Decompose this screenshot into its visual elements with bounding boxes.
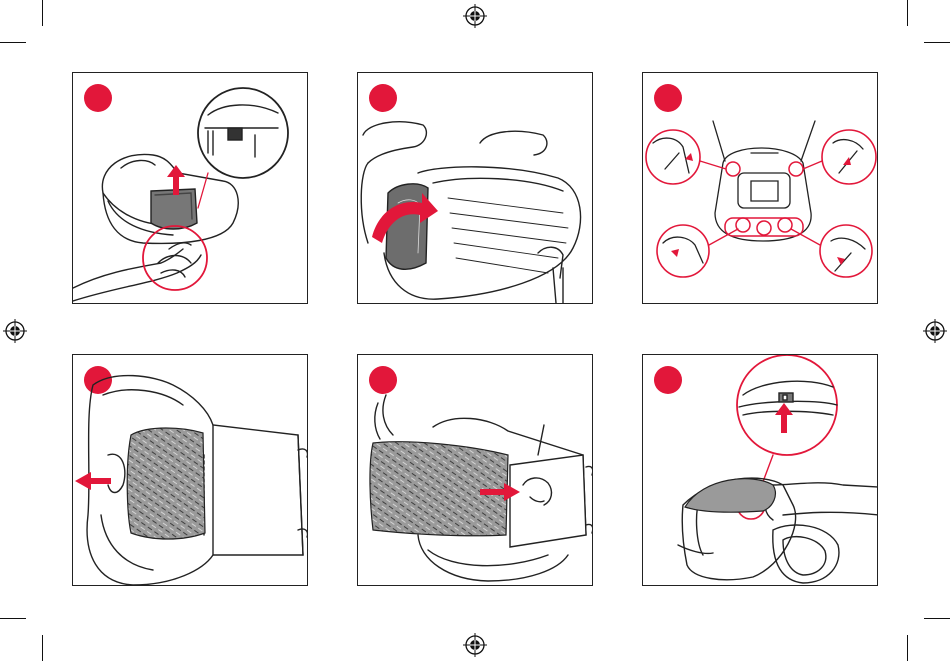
crop-mark-bottom-right-h <box>924 618 950 619</box>
step-panel-5 <box>357 354 593 586</box>
crop-mark-top-right-v <box>907 0 908 26</box>
step-panel-3 <box>642 72 878 304</box>
registration-mark-right-icon <box>923 319 947 343</box>
step-1-remove-cover-pocket-illustration <box>73 73 308 304</box>
crop-mark-bottom-left-v <box>42 635 43 661</box>
step-panel-1 <box>72 72 308 304</box>
step-panel-2 <box>357 72 593 304</box>
registration-mark-bottom-icon <box>463 633 487 657</box>
step-4-pull-cover-through-armrest-illustration <box>73 355 308 586</box>
step-2-fold-seat-cover-illustration <box>358 73 593 304</box>
step-3-unhook-elastic-loops-illustration <box>643 73 878 304</box>
step-panel-6 <box>642 354 878 586</box>
registration-mark-top-icon <box>463 4 487 28</box>
crop-mark-top-left-h <box>0 42 26 43</box>
step-5-remove-seat-pad-illustration <box>358 355 593 586</box>
crop-mark-top-left-v <box>42 0 43 26</box>
registration-mark-left-icon <box>3 319 27 343</box>
step-6-reinsert-hook-illustration <box>643 355 878 586</box>
crop-mark-top-right-h <box>924 42 950 43</box>
crop-mark-bottom-right-v <box>907 635 908 661</box>
crop-mark-bottom-left-h <box>0 618 26 619</box>
step-panel-4 <box>72 354 308 586</box>
